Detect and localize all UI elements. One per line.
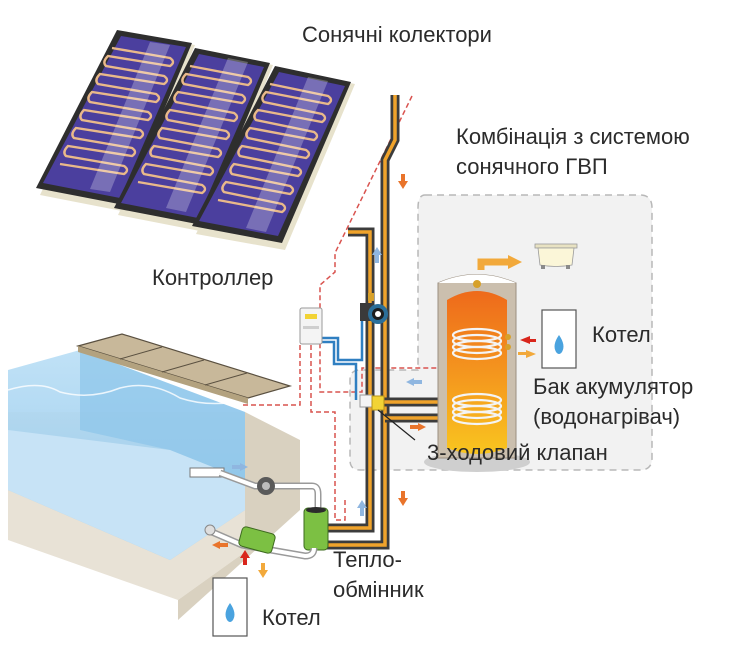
storage-tank <box>424 274 530 472</box>
label-controller: Контроллер <box>152 265 274 290</box>
flame-icon <box>554 335 564 354</box>
label-boiler-lower: Котел <box>262 605 321 630</box>
collector-glare <box>90 42 328 232</box>
pool-suction-line <box>189 467 322 512</box>
label-three-way-valve: 3-ходовий клапан <box>427 440 608 465</box>
controller-unit <box>299 307 323 345</box>
label-tank-line1: Бак акумулятор <box>533 374 694 399</box>
flame-icon-lower <box>225 603 235 622</box>
arrow-in-icon <box>520 336 530 344</box>
controller-pool-wire <box>310 345 346 521</box>
tank-upper-coil <box>451 327 503 361</box>
label-tank-line2: (водонагрівач) <box>533 404 681 429</box>
flow-arrows <box>212 174 426 578</box>
circulation-pump <box>360 293 388 324</box>
label-combo-line2: сонячного ГВП <box>456 154 608 179</box>
solar-loop-pipes <box>322 95 440 550</box>
swimming-pool <box>7 333 300 620</box>
label-exchanger-line1: Тепло- <box>333 547 402 572</box>
controller-signal-wire <box>318 320 364 400</box>
arrow-out-icon <box>526 350 536 358</box>
label-solar-collectors: Сонячні колектори <box>302 22 492 47</box>
hot-water-arrowhead <box>508 255 522 269</box>
boiler-lower <box>212 577 248 637</box>
label-exchanger-line2: обмінник <box>333 577 424 602</box>
boiler-exchanger <box>238 526 276 554</box>
three-way-valve <box>359 394 416 441</box>
collector-pipe-loops <box>59 46 333 214</box>
heat-exchanger <box>303 507 329 551</box>
label-combo-line1: Комбінація з системою <box>456 124 690 149</box>
boiler-upper <box>518 309 577 369</box>
solar-collectors <box>36 30 355 250</box>
pool-return-line <box>204 524 318 560</box>
controller-wire-2 <box>240 345 301 406</box>
tank-lower-coil <box>451 392 503 426</box>
pool-coping <box>75 333 293 404</box>
hot-water-arrow <box>477 258 510 270</box>
bathtub-icon <box>534 243 578 269</box>
label-boiler-upper: Котел <box>592 322 651 347</box>
